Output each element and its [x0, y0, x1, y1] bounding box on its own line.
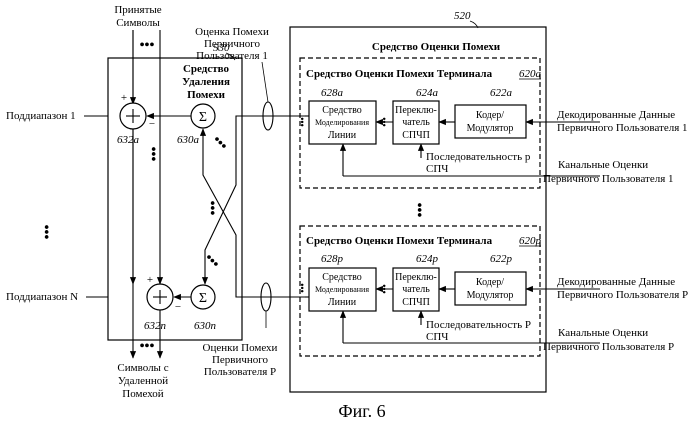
channel-1-line-2: Первичного Пользователя 1: [543, 173, 674, 185]
decoded-p-line-2: Первичного Пользователя P: [557, 289, 688, 301]
ellipsis-left: •••: [38, 225, 53, 240]
ellipsis-p-model: •••: [297, 283, 307, 292]
ellipsis-middle: •••: [411, 203, 426, 218]
sigma-top-symbol: Σ: [199, 110, 207, 125]
decoded-1-line-2: Первичного Пользователя 1: [557, 122, 688, 134]
adder-bottom-plus: +: [147, 274, 153, 286]
ellipsis-p-switch: •••: [379, 284, 389, 293]
estimator-ref: 520: [454, 10, 471, 22]
canceller-title-2: Удаления: [182, 76, 230, 88]
estimate-bottom-3: Пользователя P: [204, 366, 276, 378]
cleaned-symbols-2: Удаленной: [118, 375, 168, 387]
ellipsis-received: •••: [140, 38, 155, 53]
ellipsis-output: •••: [140, 339, 155, 354]
switch-p-line-1: Переклю-: [395, 272, 437, 283]
channel-model-a-line-3: Линии: [328, 130, 357, 141]
estimator-title: Средство Оценки Помехи: [372, 41, 501, 53]
coder-p-line-2: Модулятор: [467, 290, 514, 301]
ellipsis-a-switch: •••: [379, 117, 389, 126]
sigma-top-ref: 630a: [177, 134, 200, 146]
estimate-top-2: Первичного: [204, 38, 261, 50]
canceller-title-1: Средство: [183, 63, 230, 75]
terminal-a-ref: 620a: [519, 68, 542, 80]
coder-a-line-2: Модулятор: [467, 123, 514, 134]
adder-top-ref: 632a: [117, 134, 140, 146]
estimate-top-3: Пользователя 1: [196, 50, 268, 62]
ellipsis-adder-top: •••: [145, 147, 160, 162]
switch-a-line-1: Переклю-: [395, 105, 437, 116]
channel-p-line-1: Канальные Оценки: [558, 327, 648, 339]
subband-n-label: Поддиапазон N: [6, 291, 78, 303]
channel-model-a-line-1: Средство: [322, 105, 362, 116]
channel-model-p-line-3: Линии: [328, 297, 357, 308]
ellipsis-cross: •••: [204, 201, 219, 216]
adder-bottom-ref: 632n: [144, 320, 167, 332]
switch-a-line-2: чатель: [402, 117, 430, 128]
estimate-top-1: Оценка Помехи: [195, 26, 269, 38]
channel-1-line-1: Канальные Оценки: [558, 159, 648, 171]
adder-bottom-minus: −: [175, 301, 181, 313]
ellipsis-sigma-top: •••: [209, 133, 230, 154]
channel-model-p-line-1: Средство: [322, 272, 362, 283]
received-symbols-label-1: Принятые: [114, 4, 161, 16]
channel-p-line-2: Первичного Пользователя P: [543, 341, 674, 353]
switch-a-line-3: СПЧП: [402, 130, 430, 141]
cleaned-symbols-3: Помехой: [122, 388, 164, 400]
switch-p-ref: 624p: [416, 253, 439, 265]
estimate-bottom-1: Оценки Помехи: [203, 342, 278, 354]
terminal-a-title: Средство Оценки Помехи Терминала: [306, 68, 493, 80]
sequence-1-line-2: СПЧ: [426, 163, 448, 175]
received-symbols-label-2: Символы: [116, 17, 160, 29]
decoded-1-line-1: Декодированные Данные: [557, 109, 675, 121]
switch-a-ref: 624a: [416, 87, 439, 99]
ellipsis-sigma-bottom: •••: [201, 251, 222, 272]
ellipsis-a-model: •••: [297, 117, 307, 126]
terminal-p-title: Средство Оценки Помехи Терминала: [306, 235, 493, 247]
switch-p-line-2: чатель: [402, 284, 430, 295]
coder-p-ref: 622p: [490, 253, 513, 265]
sequence-p-line-1: Последовательность P: [426, 319, 531, 331]
channel-model-p-ref: 628p: [321, 253, 344, 265]
figure-caption: Фиг. 6: [338, 401, 385, 421]
estimate-bottom-2: Первичного: [212, 354, 269, 366]
adder-top-plus: +: [121, 92, 127, 104]
cleaned-symbols-1: Символы с: [117, 362, 168, 374]
decoded-p-line-1: Декодированные Данные: [557, 276, 675, 288]
sigma-bottom-ref: 630n: [194, 320, 217, 332]
coder-a-ref: 622a: [490, 87, 513, 99]
sequence-1-line-1: Последовательность p: [426, 151, 531, 163]
switch-p-line-3: СПЧП: [402, 297, 430, 308]
canceller-title-3: Помехи: [187, 89, 226, 101]
sigma-bottom-symbol: Σ: [199, 291, 207, 306]
sequence-p-line-2: СПЧ: [426, 331, 448, 343]
adder-top-minus: −: [149, 118, 155, 130]
terminal-p-ref: 620p: [519, 235, 542, 247]
coder-p-line-1: Кодер/: [476, 277, 504, 288]
channel-model-a-ref: 628a: [321, 87, 344, 99]
channel-model-a-line-2: Моделирования: [315, 118, 369, 127]
channel-model-p-line-2: Моделирования: [315, 285, 369, 294]
subband-1-label: Поддиапазон 1: [6, 110, 76, 122]
coder-a-line-1: Кодер/: [476, 110, 504, 121]
